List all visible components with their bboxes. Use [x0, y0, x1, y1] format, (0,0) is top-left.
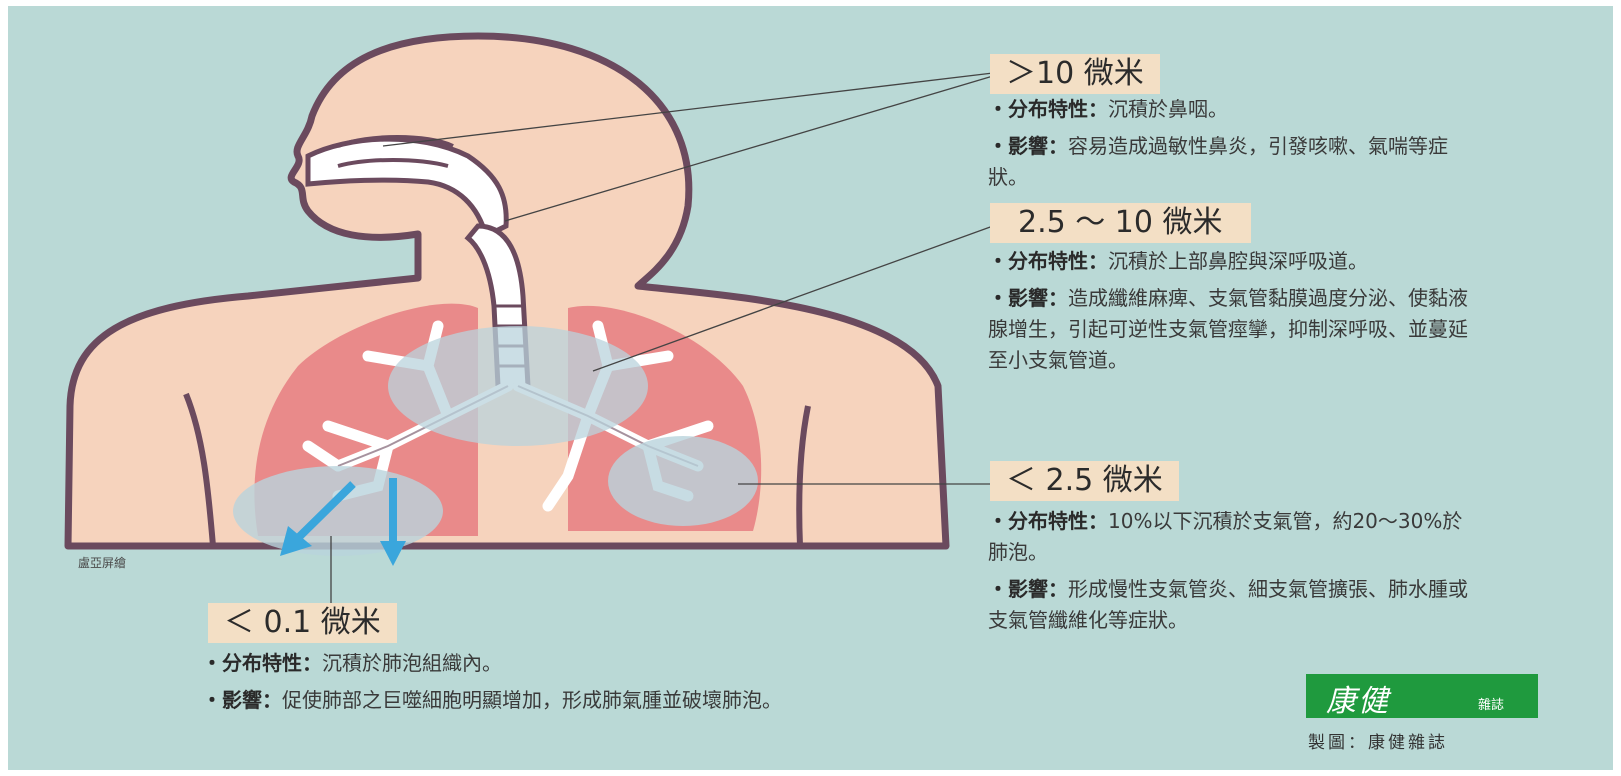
- diagram-canvas: 盧亞屏繪 ＞10 微米 ・分布特性：沉積於鼻咽。 ・影響：容易造成過敏性鼻炎，引…: [8, 6, 1613, 770]
- size-label-under-0-1: ＜ 0.1 微米: [208, 603, 397, 643]
- kangjian-logo: 康健 雜誌: [1306, 674, 1538, 718]
- size-label-over-10: ＞10 微米: [990, 54, 1160, 94]
- dist-heading: ・分布特性：: [988, 509, 1108, 533]
- effect-text: 促使肺部之巨噬細胞明顯增加，形成肺氣腫並破壞肺泡。: [282, 688, 782, 712]
- logo-sub-text: 雜誌: [1478, 694, 1504, 713]
- maker-credit: 製圖：康健雜誌: [1308, 728, 1448, 753]
- effect-heading: ・影響：: [202, 688, 282, 712]
- deposit-zone-alveoli: [608, 436, 758, 526]
- illustrator-credit: 盧亞屏繪: [78, 554, 126, 571]
- effect-heading: ・影響：: [988, 286, 1068, 310]
- effect-heading: ・影響：: [988, 577, 1068, 601]
- section-over-10: ・分布特性：沉積於鼻咽。 ・影響：容易造成過敏性鼻炎，引發咳嗽、氣喘等症狀。: [988, 94, 1478, 199]
- size-label-under-2-5: ＜ 2.5 微米: [990, 461, 1179, 501]
- dist-heading: ・分布特性：: [988, 249, 1108, 273]
- effect-heading: ・影響：: [988, 134, 1068, 158]
- dist-text: 沉積於上部鼻腔與深呼吸道。: [1108, 249, 1368, 273]
- dist-heading: ・分布特性：: [202, 651, 322, 675]
- section-under-0-1: ・分布特性：沉積於肺泡組織內。 ・影響：促使肺部之巨噬細胞明顯增加，形成肺氣腫並…: [202, 648, 842, 722]
- section-2-5-to-10: ・分布特性：沉積於上部鼻腔與深呼吸道。 ・影響：造成纖維麻痺、支氣管黏膜過度分泌…: [988, 246, 1478, 382]
- deposit-zone-tissue: [233, 466, 443, 556]
- size-label-2-5-to-10: 2.5 ～ 10 微米: [990, 203, 1251, 243]
- logo-main-text: 康健: [1326, 676, 1390, 720]
- section-under-2-5: ・分布特性：10%以下沉積於支氣管，約20～30%於肺泡。 ・影響：形成慢性支氣…: [988, 506, 1478, 642]
- dist-text: 沉積於肺泡組織內。: [322, 651, 502, 675]
- dist-heading: ・分布特性：: [988, 97, 1108, 121]
- dist-text: 沉積於鼻咽。: [1108, 97, 1228, 121]
- deposit-zone-large: [388, 326, 648, 446]
